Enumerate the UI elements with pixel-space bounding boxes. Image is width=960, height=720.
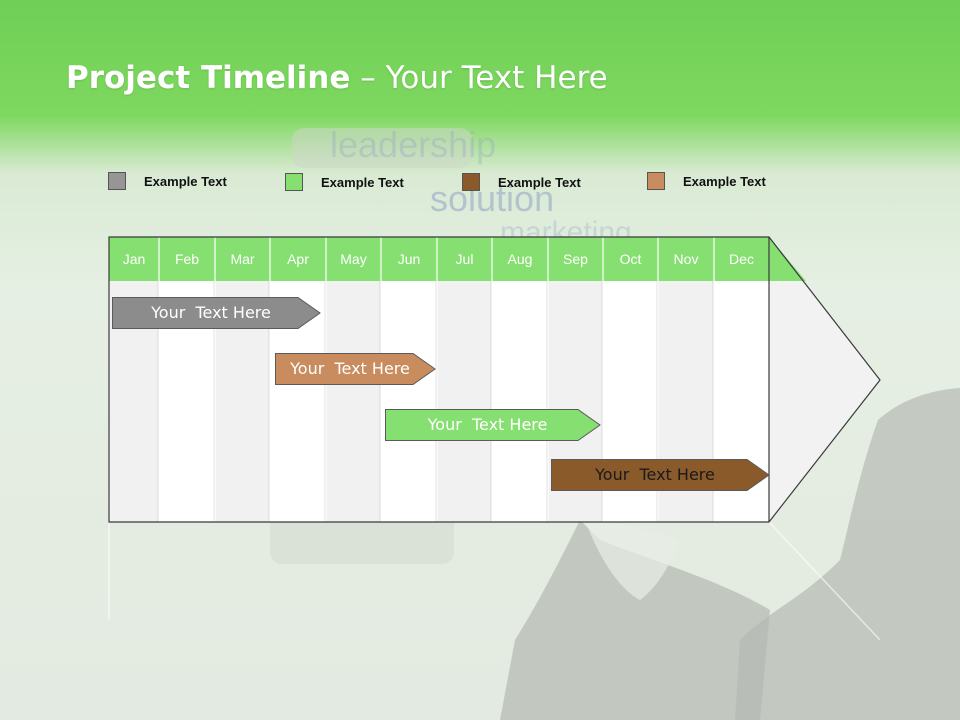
month-label: Jan — [122, 251, 146, 267]
month-label: Nov — [673, 251, 699, 267]
legend-item: Example Text — [647, 171, 766, 191]
month-column — [437, 281, 492, 522]
month-label: Mar — [230, 251, 255, 267]
month-column — [326, 281, 381, 522]
title-rest: – Your Text Here — [350, 60, 608, 96]
task-arrow-shape — [385, 409, 601, 441]
legend-label: Example Text — [321, 174, 404, 190]
timeline-arrow-outline — [108, 236, 881, 523]
task-bar: Your Text Here — [275, 353, 436, 385]
legend-label: Example Text — [498, 174, 581, 190]
month-label: Aug — [507, 251, 533, 267]
month-column — [381, 281, 437, 522]
month-label: Sep — [563, 251, 588, 267]
legend-item: Example Text — [462, 172, 581, 192]
task-label: Your Text Here — [151, 303, 271, 322]
month-label: Feb — [174, 251, 200, 267]
month-label: Jul — [455, 251, 474, 267]
timeline-header — [109, 237, 806, 281]
background-panel — [292, 128, 472, 168]
task-arrow — [551, 459, 770, 491]
task-bar: Your Text Here — [385, 409, 601, 441]
month-label: Apr — [287, 251, 309, 267]
task-label: Your Text Here — [290, 359, 410, 378]
reflection-line — [768, 521, 881, 641]
legend-item: Example Text — [285, 172, 404, 192]
task-bar: Your Text Here — [112, 297, 321, 329]
month-label: Oct — [619, 251, 642, 267]
legend-swatch — [285, 173, 303, 191]
title-main: Project Timeline — [66, 60, 351, 96]
legend-swatch — [647, 172, 665, 190]
legend-label: Example Text — [683, 173, 766, 189]
task-label: Your Text Here — [427, 415, 548, 434]
legend-swatch — [462, 173, 480, 191]
task-arrow-shape — [551, 459, 770, 491]
task-arrow-shape — [112, 297, 321, 329]
slide-title: Project Timeline – Your Text Here — [66, 60, 608, 96]
background-word: solution — [430, 178, 555, 219]
background-word: leadership — [330, 124, 497, 165]
legend-label: Example Text — [144, 173, 227, 189]
month-label: Jun — [397, 251, 421, 267]
month-label: Dec — [729, 251, 754, 267]
task-arrow-shape — [275, 353, 436, 385]
task-bar: Your Text Here — [551, 459, 770, 491]
task-arrow — [112, 297, 321, 329]
task-label: Your Text Here — [595, 465, 715, 484]
task-arrow — [275, 353, 436, 385]
month-column — [492, 281, 548, 522]
legend-swatch — [108, 172, 126, 190]
task-arrow — [385, 409, 601, 441]
legend-item: Example Text — [108, 171, 227, 191]
month-label: May — [340, 251, 367, 267]
